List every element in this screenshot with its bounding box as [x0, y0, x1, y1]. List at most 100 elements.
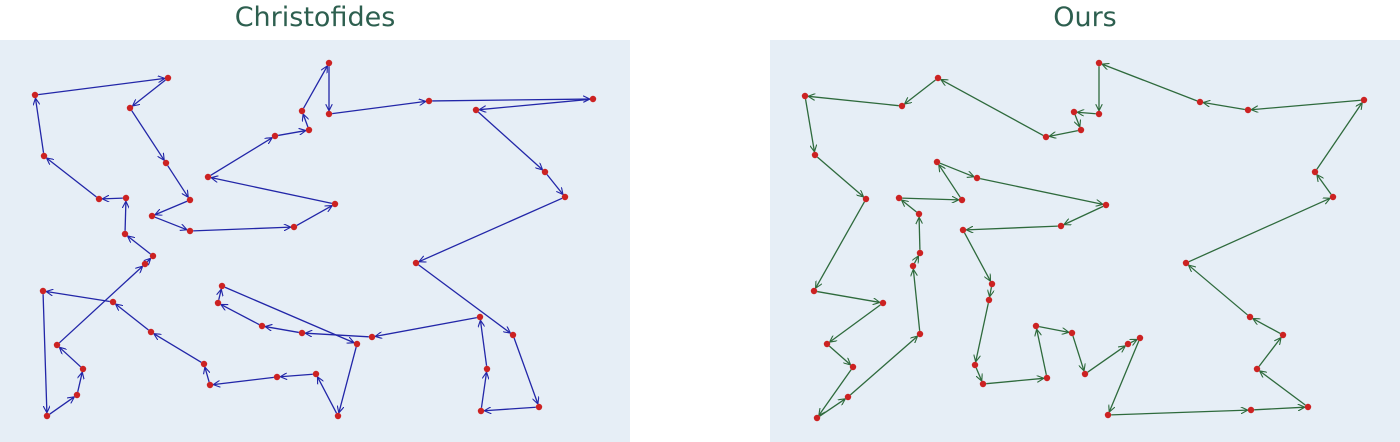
tour-edge	[1131, 338, 1137, 342]
tour-edge	[221, 304, 260, 326]
tour-edge	[154, 216, 187, 230]
tour-edges-ours	[804, 64, 1363, 417]
city-node	[325, 59, 333, 67]
city-node	[1246, 313, 1254, 321]
tour-edge	[125, 201, 126, 231]
tour-edge	[1102, 64, 1198, 102]
city-node	[1104, 411, 1112, 419]
city-node	[1304, 403, 1312, 411]
tour-edge	[1075, 114, 1080, 127]
city-node	[1360, 96, 1368, 104]
tour-edge	[1188, 198, 1330, 263]
city-node	[271, 132, 279, 140]
city-node	[290, 223, 298, 231]
city-node	[476, 313, 484, 321]
city-node	[1253, 365, 1261, 373]
tour-edge	[296, 206, 332, 227]
city-node	[206, 381, 214, 389]
city-node	[509, 331, 517, 339]
city-node	[879, 299, 887, 307]
city-node	[164, 74, 172, 82]
tour-edge	[480, 320, 488, 366]
city-node	[477, 407, 485, 415]
city-node	[1032, 322, 1040, 330]
tour-edge	[47, 158, 97, 198]
tour-edge	[49, 397, 75, 415]
tour-edge	[808, 96, 899, 107]
city-node	[298, 107, 306, 115]
tour-edge	[303, 66, 328, 109]
city-node	[334, 412, 342, 420]
tour-edge	[804, 99, 815, 152]
tour-edge	[167, 165, 189, 198]
tour-edge	[941, 80, 1044, 137]
tour-edge	[480, 372, 486, 408]
city-node	[1279, 331, 1287, 339]
tour-edge	[913, 269, 921, 331]
tour-edge	[1037, 329, 1047, 376]
city-node	[979, 380, 987, 388]
chart-title-ours: Ours	[1053, 2, 1117, 33]
city-node	[122, 194, 130, 202]
tour-edge	[219, 289, 222, 301]
tour-edge	[986, 378, 1044, 385]
city-node	[141, 260, 149, 268]
city-node	[472, 106, 480, 114]
city-node	[331, 200, 339, 208]
city-node	[958, 196, 966, 204]
tour-edge	[265, 327, 299, 334]
tour-edge	[77, 372, 83, 393]
city-node	[79, 365, 87, 373]
city-node	[1043, 374, 1051, 382]
city-node	[1136, 334, 1144, 342]
tour-edge	[317, 377, 338, 414]
city-node	[147, 328, 155, 336]
tour-edge	[816, 156, 863, 197]
city-node	[934, 74, 942, 82]
city-node	[1311, 168, 1319, 176]
tour-edge	[990, 287, 992, 297]
tour-nodes-ours	[801, 59, 1368, 422]
tour-edge	[484, 406, 536, 411]
city-node	[589, 95, 597, 103]
tour-edge	[901, 200, 917, 213]
tour-edge	[133, 79, 166, 106]
tour-edge	[966, 225, 1058, 230]
tour-edge	[939, 165, 961, 198]
city-node	[53, 341, 61, 349]
tour-edge	[58, 266, 142, 344]
tour-edge	[1317, 175, 1332, 195]
city-node	[95, 195, 103, 203]
city-node	[298, 329, 306, 337]
tour-edge	[1251, 99, 1361, 109]
city-node	[898, 102, 906, 110]
tour-nodes-christofides	[31, 59, 597, 420]
city-node	[1070, 108, 1078, 116]
tour-edge	[479, 98, 590, 109]
tour-edge	[128, 236, 151, 255]
city-node	[915, 210, 923, 218]
tour-edge	[224, 286, 354, 342]
tour-edge	[432, 99, 590, 101]
city-node	[412, 259, 420, 267]
city-node	[810, 287, 818, 295]
city-node	[1077, 126, 1085, 134]
city-node	[811, 151, 819, 159]
city-node	[40, 152, 48, 160]
city-node	[273, 373, 281, 381]
tour-edge	[131, 110, 164, 161]
tour-edge	[477, 111, 542, 170]
city-node	[1095, 59, 1103, 67]
tour-edge	[280, 374, 313, 377]
city-node	[561, 193, 569, 201]
city-node	[186, 196, 194, 204]
city-node	[1042, 133, 1050, 141]
city-node	[483, 365, 491, 373]
city-node	[305, 126, 313, 134]
city-node	[1124, 340, 1132, 348]
tour-edge	[213, 376, 274, 384]
tour-edge	[332, 101, 426, 115]
chart-title-christofides: Christofides	[234, 2, 396, 33]
tour-edge	[205, 367, 209, 383]
city-node	[1068, 329, 1076, 337]
